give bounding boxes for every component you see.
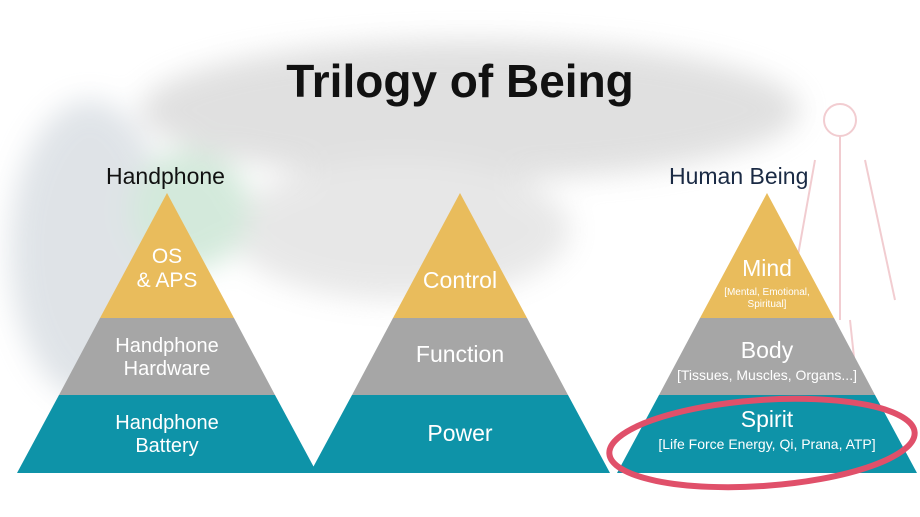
human-anatomy-image [789,103,896,461]
pyramid-generic [310,193,610,473]
text-line: Handphone [115,335,219,357]
generic-bottom: Power [427,420,493,446]
generic-top: Control [422,267,498,293]
text-line: Handphone [115,412,219,434]
text-line: Spiritual] [747,298,787,310]
label-human-being: Human Being [669,163,809,189]
slide-title: Trilogy of Being [286,55,634,107]
human-top: Mind [742,255,792,281]
text-line: Hardware [123,358,211,380]
human-bottom: Spirit [740,406,794,432]
human-top-sub: [Mental, Emotional,Spiritual] [667,287,867,310]
pyramid-handphone [17,193,317,473]
highlight-circle [606,395,918,491]
text-line: [Mental, Emotional, [724,287,810,298]
handphone-top: OS& APS [67,245,267,293]
text-line: & APS [136,269,198,293]
pyramid-human-being [617,193,917,473]
text-line: OS [151,245,183,268]
human-bottom-sub: [Life Force Energy, Qi, Prana, ATP] [658,436,876,452]
generic-middle: Function [415,341,505,367]
human-middle-sub: [Tissues, Muscles, Organs...] [677,367,857,383]
human-middle: Body [740,337,794,363]
text-line: Battery [135,435,199,457]
label-handphone: Handphone [106,163,225,189]
